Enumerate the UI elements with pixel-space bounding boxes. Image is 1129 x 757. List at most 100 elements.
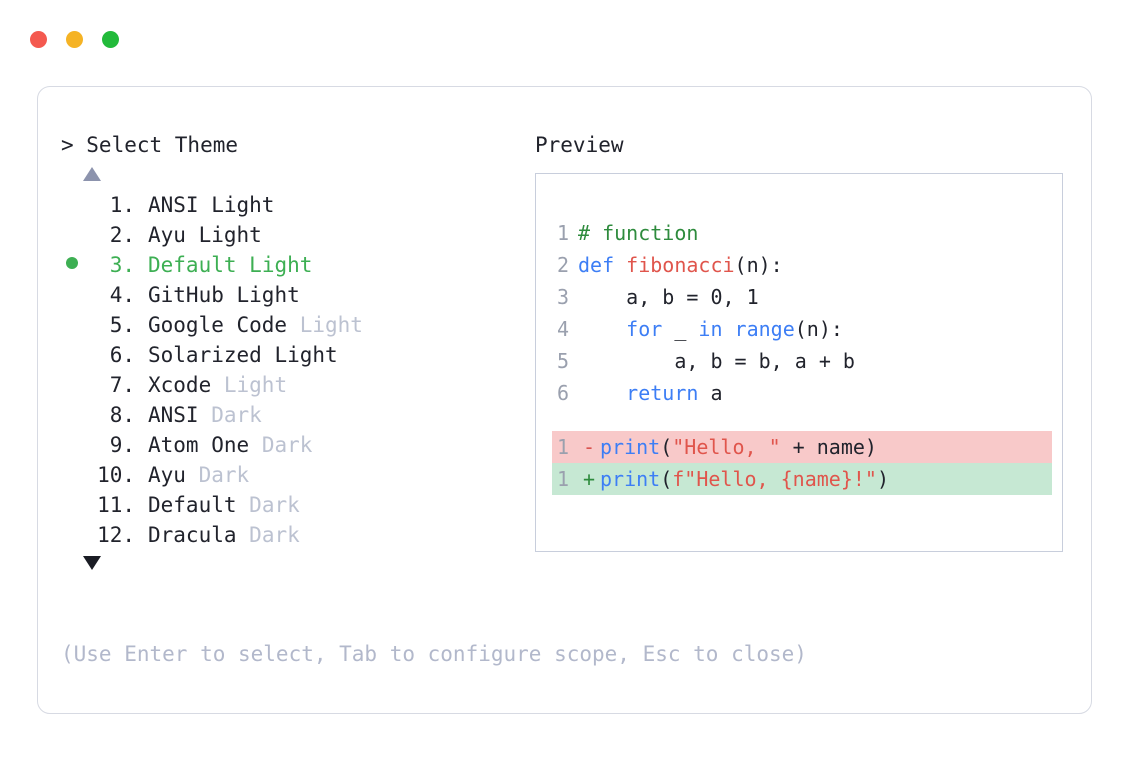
theme-item-name: Ayu: [148, 223, 186, 247]
code-token: for: [626, 317, 663, 341]
code-line-number: 6: [556, 381, 569, 405]
theme-item-spacer: [287, 310, 300, 340]
code-line: 4 for _ in range(n):: [552, 313, 1052, 345]
theme-item-variant: Dark: [249, 493, 300, 517]
code-token: (n):: [734, 253, 783, 277]
diff-line-number: 1: [556, 467, 569, 491]
theme-item-spacer: [199, 400, 212, 430]
theme-list-item[interactable]: 5. Google Code Light: [61, 310, 531, 340]
theme-item-number: 10.: [97, 463, 135, 487]
code-line: 3 a, b = 0, 1: [552, 281, 1052, 313]
triangle-down-icon[interactable]: [83, 556, 101, 570]
theme-item-variant: Light: [249, 253, 313, 277]
code-line-number: 3: [556, 285, 569, 309]
theme-list-item[interactable]: 11.Default Dark: [61, 490, 531, 520]
theme-item-number: 6.: [109, 343, 135, 367]
code-line-source: for _ in range(n):: [578, 313, 843, 345]
code-token: ): [876, 467, 890, 491]
code-line-number: 2: [556, 253, 569, 277]
selected-dot-icon: [66, 257, 78, 269]
theme-item-name: Atom One: [148, 433, 250, 457]
theme-item-name: Google Code: [148, 313, 288, 337]
code-token: def: [578, 253, 627, 277]
theme-item-variant: Light: [223, 373, 288, 397]
theme-item-name: ANSI: [148, 193, 199, 217]
code-token: [578, 317, 626, 341]
theme-list-item[interactable]: 10.Ayu Dark: [61, 460, 531, 490]
code-line-source: return a: [578, 377, 723, 409]
theme-item-number: 8.: [109, 403, 135, 427]
theme-item-variant: Dark: [211, 403, 262, 427]
theme-item-name: ANSI: [148, 403, 199, 427]
theme-item-variant: Dark: [249, 523, 300, 547]
theme-list-item[interactable]: 1.ANSI Light: [61, 190, 531, 220]
diff-line-add: 1 +print(f"Hello, {name}!"): [552, 463, 1052, 495]
theme-item-spacer: [237, 490, 250, 520]
code-token: # function: [578, 221, 699, 245]
code-token: return: [626, 381, 699, 405]
theme-item-name: Solarized: [148, 343, 262, 367]
theme-item-spacer: [249, 430, 262, 460]
code-token: _: [662, 317, 699, 341]
theme-list-item[interactable]: 8. ANSI Dark: [61, 400, 531, 430]
code-line: 6 return a: [552, 377, 1052, 409]
code-token: in range: [698, 317, 795, 341]
theme-list-item[interactable]: 9.Atom One Dark: [61, 430, 531, 460]
theme-list-item[interactable]: 6. Solarized Light: [61, 340, 531, 370]
maximize-button[interactable]: [102, 31, 119, 48]
theme-item-spacer: [186, 460, 199, 490]
code-line-source: a, b = b, a + b: [578, 345, 855, 377]
theme-item-number: 3.: [109, 253, 135, 277]
theme-item-variant: Light: [236, 283, 300, 307]
theme-item-variant: Light: [274, 343, 338, 367]
diff-sign: +: [582, 467, 596, 491]
code-token: "Hello, ": [672, 435, 781, 459]
theme-item-spacer: [237, 250, 250, 280]
theme-item-number: 7.: [109, 373, 135, 397]
theme-item-number: 11.: [97, 493, 135, 517]
theme-item-spacer: [237, 520, 250, 550]
code-token: + name): [780, 435, 877, 459]
code-gap: [552, 409, 1052, 431]
code-token: fibonacci: [626, 253, 735, 277]
diff-sign: -: [582, 435, 596, 459]
code-token: f"Hello, {name}!": [672, 467, 877, 491]
theme-item-name: Dracula: [148, 523, 237, 547]
diff-line-number: 1: [556, 435, 569, 459]
scroll-up-row[interactable]: [61, 160, 531, 188]
theme-list-item[interactable]: 4. GitHub Light: [61, 280, 531, 310]
preview-title: Preview: [535, 133, 624, 157]
code-token: (n):: [794, 317, 843, 341]
theme-list-item[interactable]: 7. Xcode Light: [61, 370, 531, 400]
theme-list-item[interactable]: 2.Ayu Light: [61, 220, 531, 250]
theme-list-item[interactable]: 12. Dracula Dark: [61, 520, 531, 550]
theme-item-name: Xcode: [148, 373, 212, 397]
code-line: 1# function: [552, 217, 1052, 249]
close-button[interactable]: [30, 31, 47, 48]
code-line-number: 5: [556, 349, 569, 373]
theme-item-number: 12.: [97, 523, 135, 547]
theme-list-item[interactable]: 3.Default Light: [61, 250, 531, 280]
code-token: print: [600, 435, 661, 459]
theme-item-number: 4.: [109, 283, 135, 307]
diff-line-source: print(f"Hello, {name}!"): [600, 463, 889, 495]
code-line-source: # function: [578, 217, 698, 249]
scroll-down-row[interactable]: [61, 550, 531, 578]
theme-item-name: GitHub: [148, 283, 224, 307]
diff-line-source: print("Hello, " + name): [600, 431, 877, 463]
triangle-up-icon[interactable]: [83, 167, 101, 181]
theme-item-spacer: [211, 370, 224, 400]
theme-item-name: Ayu: [148, 463, 186, 487]
theme-item-variant: Light: [299, 313, 363, 337]
code-token: print: [600, 467, 661, 491]
minimize-button[interactable]: [66, 31, 83, 48]
code-token: a: [698, 381, 723, 405]
theme-item-spacer: [186, 220, 199, 250]
code-line-source: def fibonacci(n):: [578, 249, 783, 281]
theme-item-number: 5.: [109, 313, 135, 337]
